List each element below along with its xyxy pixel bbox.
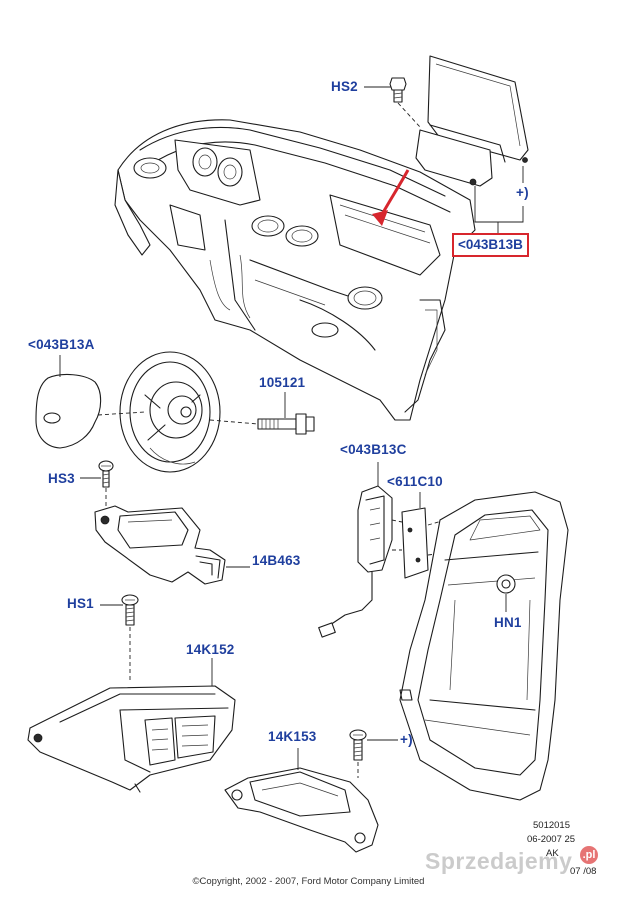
label-hn1: HN1	[494, 615, 522, 630]
label-b13b-plus: +)	[516, 185, 529, 200]
label-14k152: 14K152	[186, 642, 235, 657]
dashboard-illustration	[114, 119, 476, 421]
seat-back-frame	[399, 491, 569, 801]
watermark-badge: .pl	[580, 846, 598, 864]
label-105121: 105121	[259, 375, 306, 390]
reference-line-3: AK	[546, 848, 559, 859]
label-043b13c: <043B13C	[340, 442, 407, 457]
restraint-control-module-14k152	[27, 685, 236, 793]
label-hs1: HS1	[67, 596, 94, 611]
label-043b13a: <043B13A	[28, 337, 95, 352]
label-14k153-plus: +)	[400, 732, 413, 747]
bolt-105121	[257, 413, 315, 435]
impact-sensor-14b463	[94, 505, 226, 585]
reference-line-1: 5012015	[533, 820, 570, 831]
reference-line-2: 06-2007 25	[527, 834, 576, 845]
watermark-text: Sprzedajemy	[425, 848, 573, 874]
label-14b463: 14B463	[252, 553, 301, 568]
driver-airbag-module	[35, 373, 102, 449]
steering-wheel	[119, 351, 221, 473]
label-611c10: <611C10	[387, 474, 443, 489]
screw-hs1	[121, 594, 139, 626]
screw-hs3	[98, 460, 114, 488]
side-airbag-module	[318, 485, 393, 638]
reference-line-4: 07 /08	[570, 866, 597, 877]
side-impact-sensor-14k153	[224, 767, 379, 853]
copyright-notice: ©Copyright, 2002 - 2007, Ford Motor Comp…	[192, 876, 425, 887]
label-hs3: HS3	[48, 471, 75, 486]
passenger-airbag-module	[415, 55, 529, 187]
label-043b13b-highlighted: <043B13B	[452, 233, 529, 257]
label-hs2: HS2	[331, 79, 358, 94]
label-14k153: 14K153	[268, 729, 317, 744]
screw-14k153	[349, 729, 367, 761]
bolt-hs2	[389, 77, 407, 103]
